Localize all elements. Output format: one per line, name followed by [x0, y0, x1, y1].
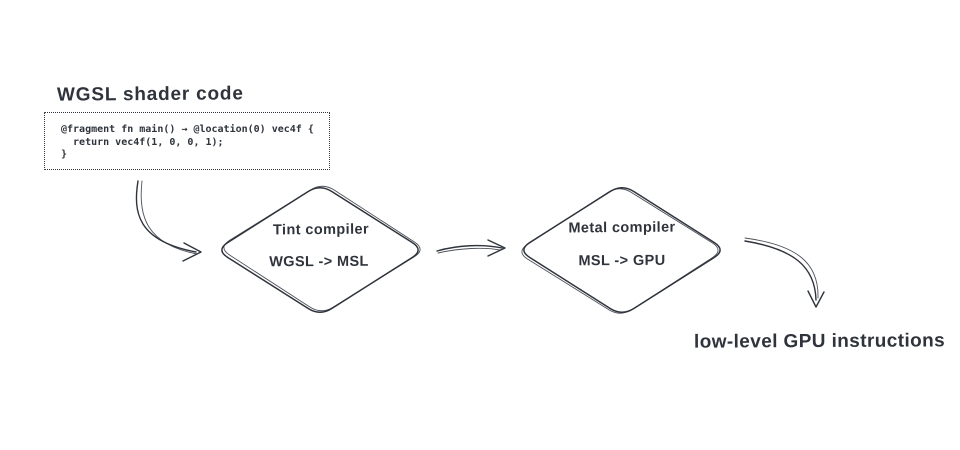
code-line: @fragment fn main() → @location(0) vec4f…	[61, 124, 314, 135]
arrow-tint-to-metal-icon	[436, 239, 506, 257]
metal-compiler-node-title: Metal compiler	[568, 219, 676, 237]
tint-compiler-diamond-shape	[221, 185, 421, 313]
diagram-title: WGSL shader code	[56, 83, 244, 106]
wgsl-code-snippet: @fragment fn main() → @location(0) vec4f…	[45, 113, 329, 162]
arrow-metal-to-output-icon	[744, 237, 825, 308]
tint-compiler-node-subtitle: WGSL -> MSL	[269, 253, 369, 271]
code-line: return vec4f(1, 0, 0, 1);	[61, 136, 224, 148]
code-line: }	[61, 149, 68, 160]
metal-compiler-diamond-shape	[521, 187, 721, 314]
tint-compiler-node-title: Tint compiler	[272, 221, 370, 239]
metal-compiler-node-subtitle: MSL -> GPU	[578, 252, 666, 270]
output-label: low-level GPU instructions	[693, 330, 946, 353]
wgsl-code-box: @fragment fn main() → @location(0) vec4f…	[44, 112, 330, 170]
arrow-code-to-tint-icon	[135, 180, 202, 262]
